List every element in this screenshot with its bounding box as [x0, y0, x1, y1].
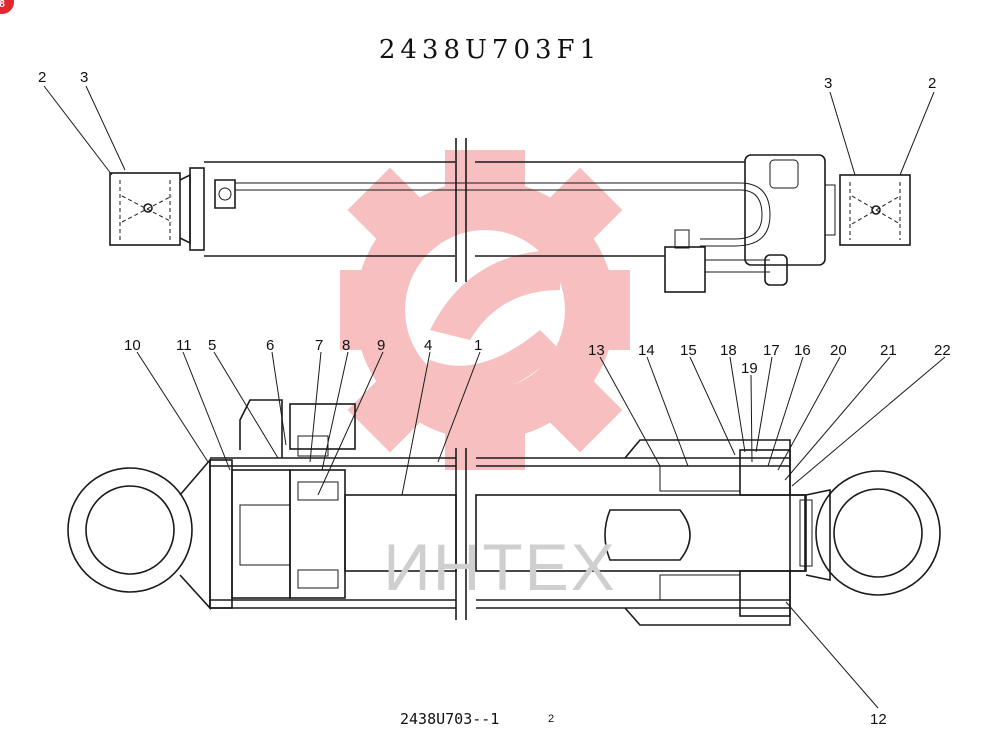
cylinder-section-view: [67, 399, 941, 626]
label-8: 8: [342, 337, 350, 354]
leader-lines: [43, 85, 946, 709]
label-2-right: 2: [928, 75, 936, 92]
label-21: 21: [880, 342, 897, 359]
drawing-reference: 2438U703--1: [400, 710, 499, 728]
label-9: 9: [377, 337, 385, 354]
label-16: 16: [794, 342, 811, 359]
drawing-title: 2438U703F1: [379, 35, 601, 65]
label-17: 17: [763, 342, 780, 359]
label-14: 14: [638, 342, 655, 359]
label-3-right: 3: [824, 75, 832, 92]
label-5: 5: [208, 337, 216, 354]
label-22: 22: [934, 342, 951, 359]
watermark-logo: [340, 150, 630, 470]
label-11: 11: [176, 337, 192, 354]
drawing-sheet-number: 2: [548, 713, 554, 725]
corner-badge: 8: [0, 0, 14, 14]
label-7: 7: [315, 337, 323, 354]
label-15: 15: [680, 342, 697, 359]
label-13: 13: [588, 342, 605, 359]
label-6: 6: [266, 337, 274, 354]
label-18: 18: [720, 342, 737, 359]
corner-badge-text: 8: [0, 0, 5, 10]
label-19: 19: [741, 360, 758, 377]
label-3-left: 3: [80, 69, 88, 86]
label-20: 20: [830, 342, 847, 359]
label-12: 12: [870, 711, 887, 728]
label-10: 10: [124, 337, 141, 354]
watermark-text: ИНТЕХ: [383, 530, 616, 604]
label-4: 4: [424, 337, 432, 354]
label-1: 1: [474, 337, 482, 354]
label-2-left: 2: [38, 69, 46, 86]
cylinder-external-view: [109, 138, 911, 293]
